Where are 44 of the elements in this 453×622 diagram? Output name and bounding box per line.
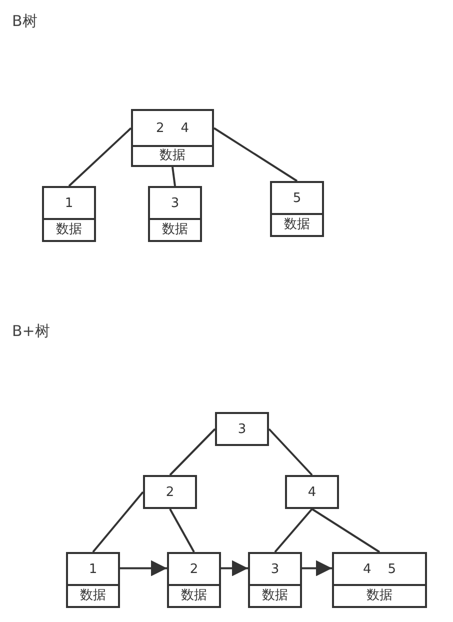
data-label: 数据 [162, 222, 188, 238]
tree-node-box [42, 186, 96, 242]
node-keys: 3 [270, 562, 280, 578]
node-keys: 5 [292, 192, 302, 206]
tree-node-box [66, 552, 120, 608]
node-keys: 1 [64, 196, 74, 212]
connector-line [274, 508, 313, 553]
tree-node-box [131, 109, 214, 167]
connector-line [169, 428, 216, 476]
node-keys: 2 4 [156, 122, 190, 136]
connector-line [92, 491, 144, 553]
tree-node-box [167, 552, 221, 608]
node-keys: 4 [308, 486, 316, 500]
tree-node-box [270, 181, 324, 237]
node-keys: 2 [190, 562, 198, 578]
node-keys: 1 [88, 562, 98, 578]
node-keys: 2 [166, 486, 174, 500]
tree-node-box [143, 475, 197, 509]
data-label: 数据 [56, 222, 82, 238]
tree-node-box [215, 412, 269, 446]
connector-line [311, 508, 380, 553]
arrow [120, 560, 167, 576]
data-label: 数据 [181, 588, 207, 604]
arrow [221, 560, 248, 576]
connector-line [169, 508, 195, 552]
data-label: 数据 [366, 588, 392, 604]
data-label: 数据 [80, 588, 106, 604]
tree-node-box [248, 552, 302, 608]
node-keys: 4 5 [362, 562, 396, 578]
node-keys: 3 [170, 196, 180, 212]
tree-node-box [148, 186, 202, 242]
arrow [302, 560, 332, 576]
connector-line [213, 127, 298, 182]
connector-line [68, 127, 132, 187]
tree-node-box [332, 552, 427, 608]
section-heading: B+树 [12, 322, 50, 341]
data-label: 数据 [160, 148, 186, 164]
connector-line [268, 428, 313, 476]
data-label: 数据 [284, 218, 310, 232]
node-keys: 3 [238, 422, 246, 438]
section-heading: B树 [12, 12, 38, 31]
connector-line [172, 166, 176, 186]
tree-node-box [285, 475, 339, 509]
data-label: 数据 [262, 588, 288, 604]
